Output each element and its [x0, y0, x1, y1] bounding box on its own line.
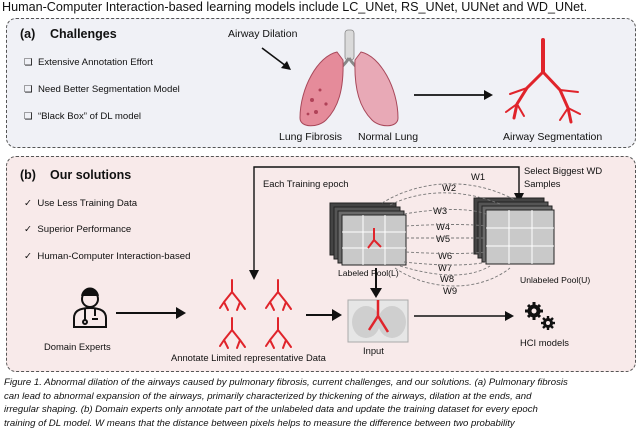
- figure-title: Human-Computer Interaction-based learnin…: [2, 0, 588, 14]
- w-label: W9: [443, 285, 458, 296]
- arrow-icon: [116, 307, 186, 319]
- feedback-loop-line: [253, 166, 520, 272]
- lungs-illustration: [299, 29, 399, 127]
- w-label: W7: [438, 262, 453, 273]
- arrow-icon: [306, 309, 342, 321]
- labeled-pool-label: Labeled Pool(L): [338, 268, 399, 278]
- labeled-pool-stack: [329, 202, 407, 266]
- panel-b-label: (b): [20, 168, 36, 182]
- checkbox-icon: ❏: [24, 57, 33, 68]
- panel-a-label: (a): [20, 27, 36, 41]
- each-training-epoch-label: Each Training epoch: [263, 178, 349, 189]
- select-biggest-label-line2: Samples: [524, 178, 561, 189]
- panel-b-heading: Our solutions: [50, 168, 132, 182]
- caption-line: irregular shaping. (b) Domain experts on…: [4, 404, 538, 416]
- w-label: W5: [436, 233, 451, 244]
- hci-models-label: HCI models: [520, 337, 569, 348]
- checkmark-icon: ✓: [24, 224, 33, 235]
- arrow-icon: [414, 90, 493, 100]
- airway-tree-illustration: [505, 38, 581, 124]
- solution-item: ✓ Human-Computer Interaction-based: [24, 251, 191, 262]
- select-biggest-label-line1: Select Biggest WD: [524, 165, 603, 176]
- w-connectors: [381, 183, 516, 287]
- w-label: W6: [438, 250, 453, 261]
- caption-line: Figure 1. Abnormal dilation of the airwa…: [4, 377, 568, 388]
- gears-icon: [525, 302, 555, 330]
- airway-segmentation-label: Airway Segmentation: [503, 131, 603, 143]
- solution-item: ✓ Superior Performance: [24, 224, 132, 235]
- airway-icon: [265, 317, 292, 349]
- unlabeled-pool-stack: [473, 197, 555, 265]
- airway-icon: [219, 279, 246, 311]
- checkmark-icon: ✓: [24, 251, 33, 262]
- challenge-item: ❏ Extensive Annotation Effort: [24, 57, 153, 68]
- w-label: W8: [440, 273, 455, 284]
- checkbox-icon: ❏: [24, 84, 33, 95]
- normal-lung-label: Normal Lung: [358, 131, 419, 143]
- w-label: W3: [433, 205, 448, 216]
- unlabeled-pool-label: Unlabeled Pool(U): [520, 275, 591, 285]
- doctor-icon: [73, 287, 107, 328]
- checkbox-icon: ❏: [24, 111, 33, 122]
- domain-experts-label: Domain Experts: [44, 341, 111, 352]
- w-label: W4: [436, 221, 451, 232]
- input-image: [347, 299, 409, 343]
- panel-a-heading: Challenges: [50, 27, 117, 41]
- checkmark-icon: ✓: [24, 198, 33, 209]
- input-label: Input: [363, 345, 384, 356]
- annotated-airways: [219, 279, 292, 349]
- caption-line: can lead to abnormal expansion of the ai…: [4, 390, 532, 402]
- airway-icon: [265, 279, 292, 311]
- challenge-item: ❏ Need Better Segmentation Model: [24, 84, 180, 95]
- airway-icon: [219, 317, 246, 349]
- annotate-label: Annotate Limited representative Data: [171, 352, 326, 363]
- arrow-icon: [261, 47, 291, 70]
- caption-line: training of DL model. W means that the d…: [4, 417, 515, 429]
- arrow-icon: [249, 270, 259, 280]
- lung-fibrosis-label: Lung Fibrosis: [279, 131, 343, 143]
- solution-item: ✓ Use Less Training Data: [24, 198, 138, 209]
- w-label: W2: [442, 182, 457, 193]
- arrow-icon: [414, 311, 514, 321]
- arrow-icon: [370, 268, 382, 298]
- airway-dilation-label: Airway Dilation: [228, 28, 298, 40]
- w-label: W1: [471, 171, 486, 182]
- challenge-item: ❏ “Black Box” of DL model: [24, 111, 142, 122]
- figure-caption: Figure 1. Abnormal dilation of the airwa…: [4, 376, 636, 430]
